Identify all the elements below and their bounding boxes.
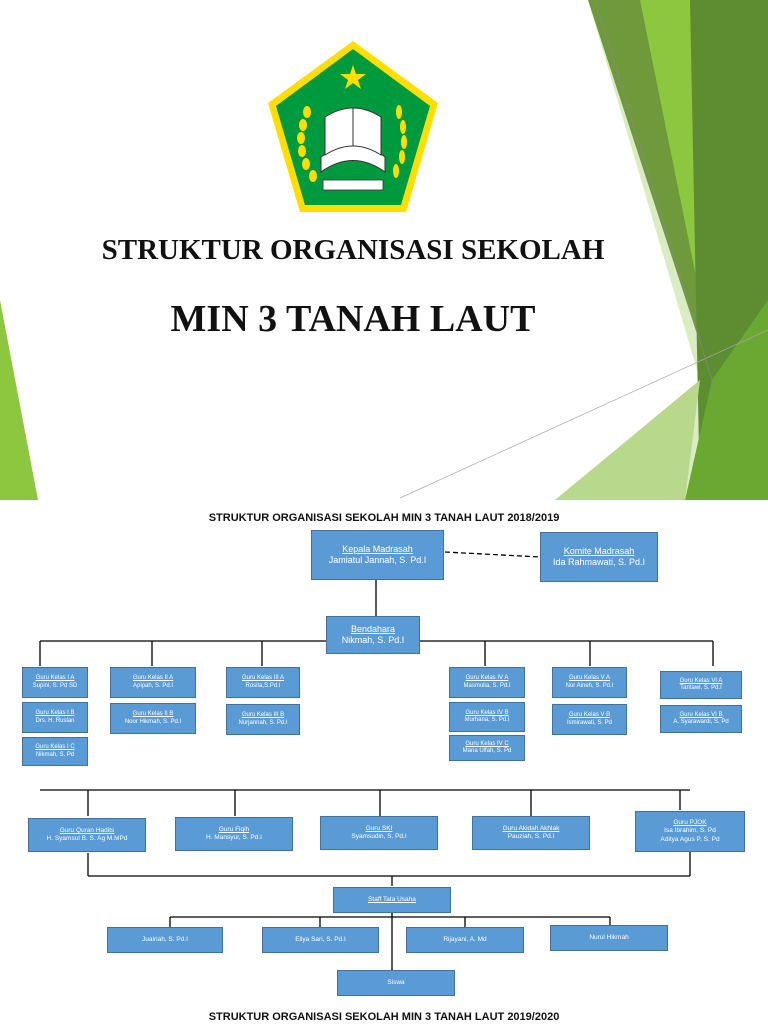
mapel-name: Syamsudin, S. Pd.I	[351, 833, 407, 840]
guru-mapel-box: Guru Quran Hadits H. Syamsul B. S. Ag M.…	[28, 818, 146, 852]
kelas-role: Guru Kelas IV C	[465, 740, 509, 747]
tu-member-name: Eliya Sari, S. Pd.I	[295, 935, 346, 943]
kelas-role: Guru Kelas VI B	[679, 711, 723, 718]
slide-background-decoration	[0, 0, 768, 500]
guru-kelas-box: Guru Kelas IV C Maria Ulfah, S. Pd	[449, 735, 525, 761]
guru-kelas-box: Guru Kelas V A Nor Aineh, S. Pd.I	[552, 667, 627, 698]
guru-kelas-box: Guru Kelas II A Apipah, S. Pd.I	[110, 667, 196, 698]
guru-kelas-box: Guru Kelas II B Noor Hikmah, S. Pd.I	[110, 703, 196, 734]
kelas-name: Nor Aineh, S. Pd.I	[565, 682, 614, 689]
tu-member-name: Rijayani, A. Md	[443, 935, 487, 943]
kelas-name: Supini, S. Pd SD	[32, 682, 78, 689]
kelas-role: Guru Kelas II B	[132, 711, 174, 717]
guru-kelas-box: Guru Kelas VI A Tantawi, S. Pd.I	[660, 671, 742, 699]
org-connector-lines	[39, 551, 714, 970]
guru-mapel-box: Guru Akidah Akhlak Pauziah, S. Pd.I	[472, 816, 590, 850]
mapel-name: Isa Ibrahim, S. Pd	[664, 827, 716, 835]
kepala-name: Jamiatul Jannah, S. Pd.I	[328, 555, 427, 565]
kelas-name: Noor Hikmah, S. Pd.I	[124, 718, 182, 725]
kelas-name: Maria Ulfah, S. Pd	[462, 748, 512, 754]
mapel-role: Guru Akidah Akhlak	[502, 824, 560, 832]
komite-role: Komite Madrasah	[563, 545, 635, 556]
staff-tata-usaha-box: Staff Tata Usaha	[333, 887, 451, 913]
org-chart: STRUKTUR ORGANISASI SEKOLAH MIN 3 TANAH …	[0, 500, 768, 1024]
komite-madrasah-box: Komite Madrasah Ida Rahmawati, S. Pd.I	[540, 532, 658, 582]
guru-mapel-box: Guru SKI Syamsudin, S. Pd.I	[320, 816, 438, 850]
kelas-role: Guru Kelas III B	[241, 712, 285, 718]
slide-title-line1: STRUKTUR ORGANISASI SEKOLAH	[101, 234, 605, 266]
slide-title-line2: MIN 3 TANAH LAUT	[170, 298, 536, 340]
mapel-role: Guru Fiqih	[218, 825, 250, 833]
bendahara-role: Bendahara	[350, 623, 396, 634]
kelas-name: Nikmah, S. Pd	[35, 751, 75, 758]
guru-kelas-box: Guru Kelas I A Supini, S. Pd SD	[22, 667, 88, 698]
guru-kelas-box: Guru Kelas V B Ismirawati, S. Pd	[552, 704, 627, 735]
siswa-label: Siswa	[387, 978, 405, 986]
tu-member-name: Nurul Hikmah	[589, 933, 629, 941]
kelas-role: Guru Kelas IV A	[465, 675, 509, 681]
kelas-role: Guru Kelas I A	[35, 675, 75, 681]
mapel-name-2: Aditya Agus P. S. Pd	[660, 835, 720, 843]
kelas-name: Tantawi, S. Pd.I	[680, 685, 722, 691]
guru-kelas-box: Guru Kelas I B Drs. H. Ruslan	[22, 702, 88, 733]
kelas-name: Murhana, S. Pd.I	[464, 717, 510, 723]
staff-role: Staff Tata Usaha	[368, 895, 416, 903]
kelas-role: Guru Kelas V A	[568, 675, 611, 681]
kelas-name: Apipah, S. Pd.I	[132, 682, 174, 689]
kelas-role: Guru Kelas IV B	[465, 709, 509, 716]
guru-kelas-box: Guru Kelas III B Nurjannah, S. Pd.I	[226, 704, 300, 735]
kelas-name: Masmulia, S. Pd.I	[463, 682, 511, 689]
mapel-name: Pauziah, S. Pd.I	[507, 833, 555, 840]
mapel-role: Guru Quran Hadits	[59, 826, 115, 834]
komite-name: Ida Rahmawati, S. Pd.I	[552, 557, 646, 567]
kelas-role: Guru Kelas III A	[241, 675, 285, 681]
mapel-name: H. Mansyur, S. Pd.I	[206, 834, 262, 841]
mapel-role: Guru PJOK	[673, 819, 707, 827]
kelas-name: Drs. H. Ruslan	[35, 717, 75, 724]
mapel-role: Guru SKI	[365, 824, 393, 832]
bendahara-name: Nikmah, S. Pd.I	[341, 635, 405, 645]
kelas-role: Guru Kelas II A	[132, 675, 174, 681]
tu-member-box: Eliya Sari, S. Pd.I	[262, 927, 379, 953]
mapel-name: H. Syamsul B. S. Ag M.MPd	[46, 835, 128, 842]
title-slide: STRUKTUR ORGANISASI SEKOLAH MIN 3 TANAH …	[0, 0, 768, 500]
guru-pjok-box: Guru PJOK Isa Ibrahim, S. Pd Aditya Agus…	[635, 811, 745, 852]
kelas-role: Guru Kelas I C	[35, 744, 75, 750]
tu-member-box: Nurul Hikmah	[550, 925, 668, 951]
kelas-role: Guru Kelas VI A	[679, 677, 723, 684]
guru-kelas-box: Guru Kelas I C Nikmah, S. Pd	[22, 737, 88, 766]
kelas-role: Guru Kelas V B	[568, 712, 611, 718]
kelas-name: Ismirawati, S. Pd	[566, 719, 612, 726]
guru-kelas-box: Guru Kelas IV A Masmulia, S. Pd.I	[449, 667, 525, 698]
kelas-name: Nurjannah, S. Pd.I	[238, 719, 288, 726]
siswa-box: Siswa	[337, 970, 455, 996]
bendahara-box: Bendahara Nikmah, S. Pd.I	[326, 616, 420, 654]
kepala-role: Kepala Madrasah	[342, 543, 413, 554]
org-title-2018: STRUKTUR ORGANISASI SEKOLAH MIN 3 TANAH …	[208, 512, 560, 524]
guru-kelas-box: Guru Kelas VI B A. Syarawardi, S. Pd	[660, 705, 742, 733]
kelas-name: Rosita,S.Pd.I	[245, 682, 281, 689]
guru-kelas-box: Guru Kelas III A Rosita,S.Pd.I	[226, 667, 300, 698]
kepala-madrasah-box: Kepala Madrasah Jamiatul Jannah, S. Pd.I	[311, 530, 444, 580]
kelas-name: A. Syarawardi, S. Pd	[673, 719, 729, 725]
tu-member-box: Rijayani, A. Md	[406, 927, 524, 953]
kemenag-emblem	[268, 41, 438, 212]
tu-member-name: Juairiah, S. Pd.I	[142, 935, 188, 943]
guru-kelas-box: Guru Kelas IV B Murhana, S. Pd.I	[449, 702, 525, 732]
kelas-role: Guru Kelas I B	[35, 710, 75, 716]
org-title-2019: STRUKTUR ORGANISASI SEKOLAH MIN 3 TANAH …	[208, 1011, 560, 1023]
tu-member-box: Juairiah, S. Pd.I	[107, 927, 223, 953]
guru-mapel-box: Guru Fiqih H. Mansyur, S. Pd.I	[175, 817, 293, 851]
